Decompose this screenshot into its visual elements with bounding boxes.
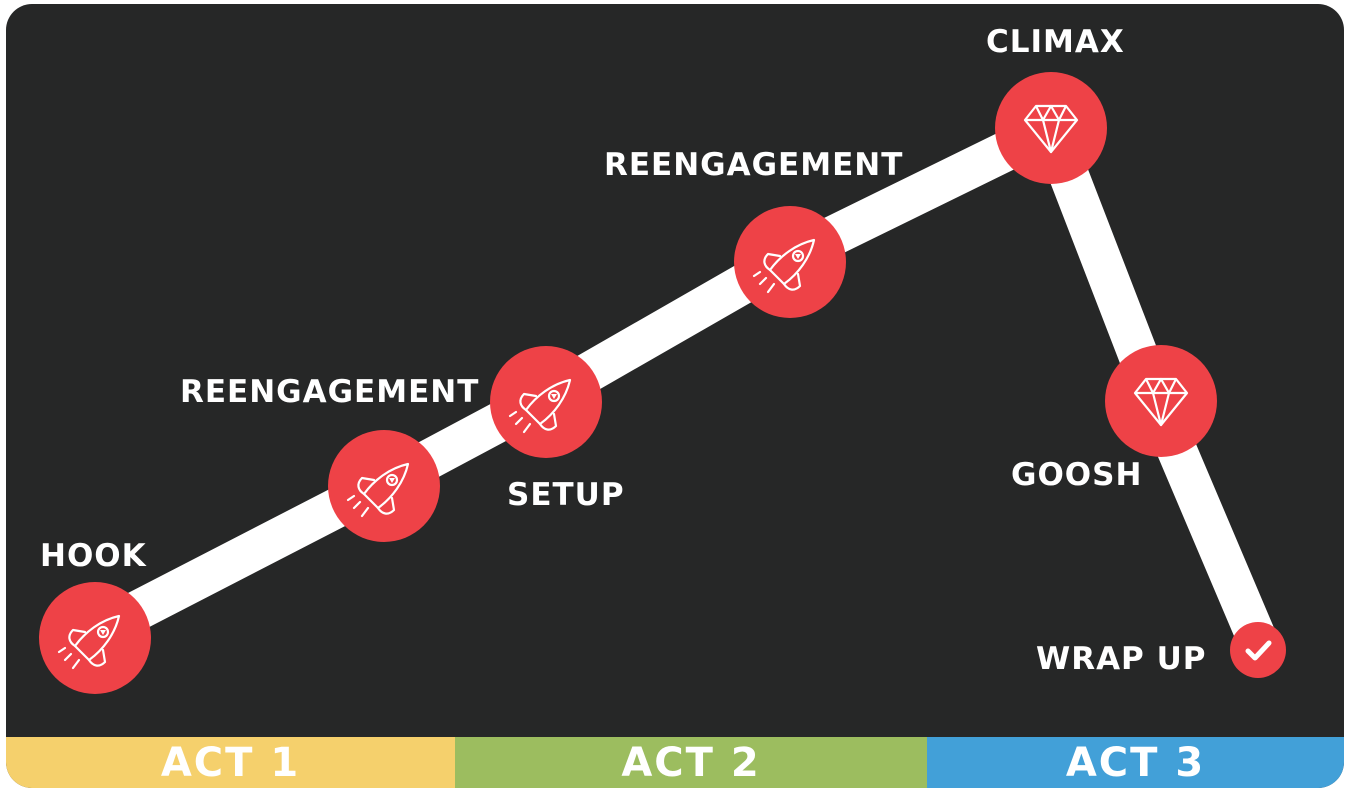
label-hook: HOOK: [40, 538, 147, 574]
label-reengagement-1: REENGAGEMENT: [180, 374, 480, 410]
story-arc-canvas: [39, 72, 1286, 694]
act-3-band: ACT 3: [927, 737, 1344, 788]
act-2-label: ACT 2: [621, 739, 761, 786]
node-reengagement-1: [328, 430, 440, 542]
node-goosh: [1105, 345, 1217, 457]
node-climax: [995, 72, 1107, 184]
node-wrap-up: [1230, 622, 1286, 678]
act-3-label: ACT 3: [1065, 739, 1206, 786]
label-goosh: GOOSH: [1011, 457, 1143, 493]
act-bar: ACT 1 ACT 2 ACT 3: [6, 737, 1344, 788]
label-setup: SETUP: [507, 477, 625, 513]
act-1-label: ACT 1: [160, 739, 301, 786]
act-2-band: ACT 2: [455, 737, 927, 788]
story-arc-diagram: HOOK REENGAGEMENT SETUP REENGAGEMENT CLI…: [6, 4, 1344, 788]
act-1-band: ACT 1: [6, 737, 455, 788]
label-wrap-up: WRAP UP: [1036, 641, 1207, 677]
node-hook: [39, 582, 151, 694]
label-reengagement-2: REENGAGEMENT: [604, 147, 904, 183]
node-setup: [490, 346, 602, 458]
node-reengagement-2: [734, 206, 846, 318]
label-climax: CLIMAX: [986, 24, 1125, 60]
